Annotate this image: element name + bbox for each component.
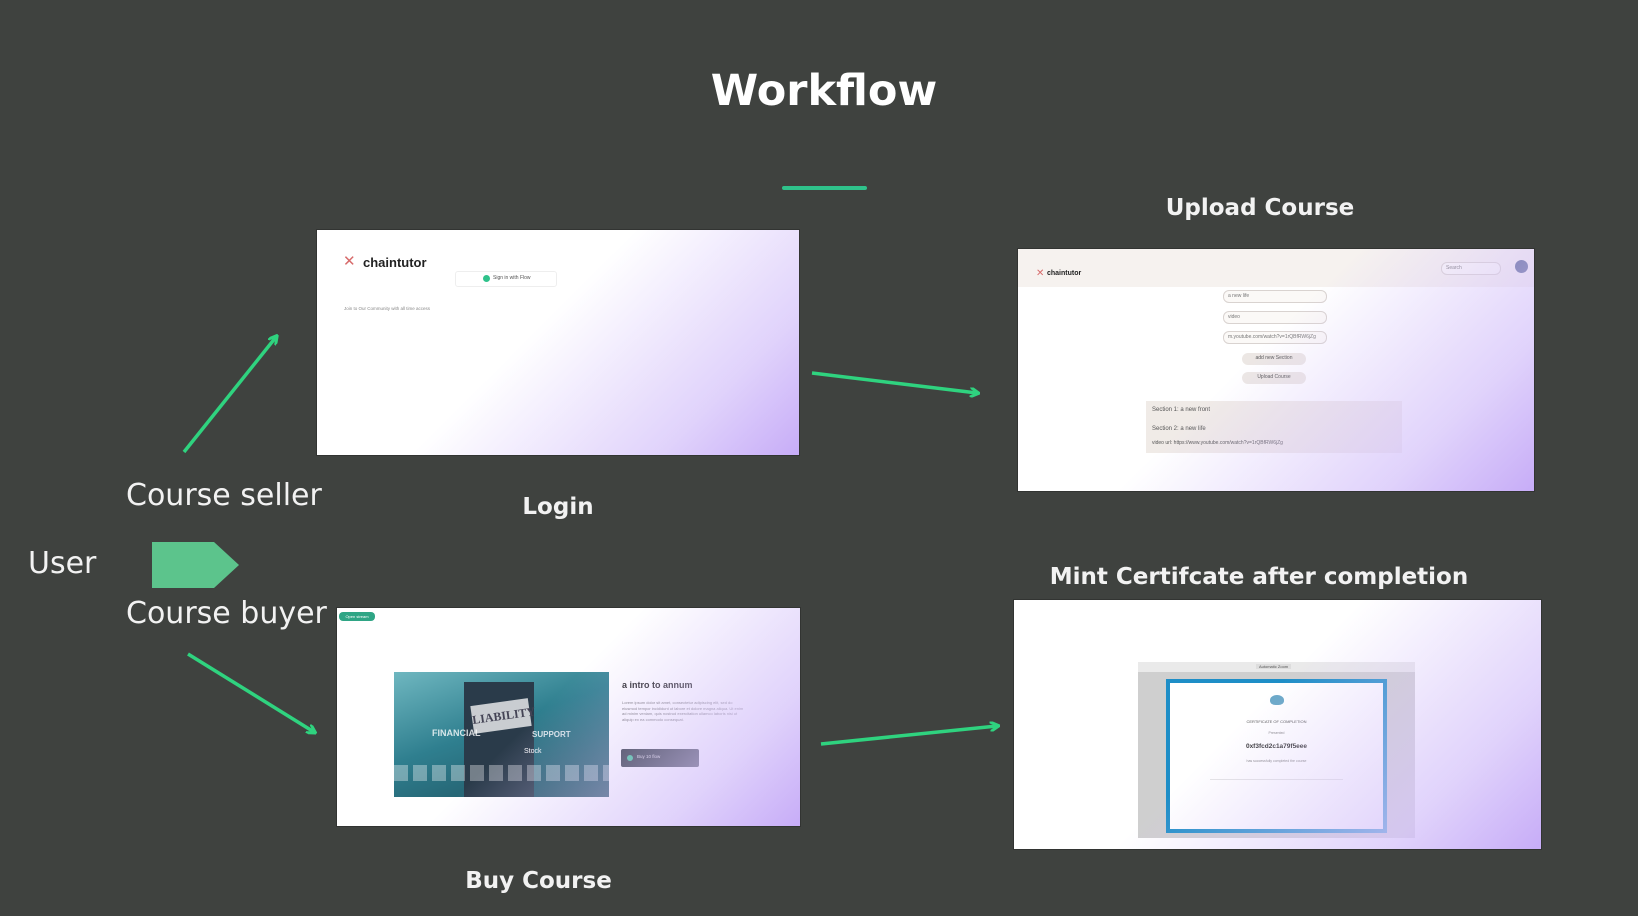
search-input[interactable]: Search [1441, 262, 1501, 275]
buy-button-label: Buy 10 flow [637, 754, 661, 759]
image-word-financial: FINANCIAL [432, 728, 481, 738]
user-pointer-shape [152, 542, 239, 588]
upload-course-label: Upload Course [1165, 195, 1355, 221]
certificate-logo-icon [1270, 695, 1284, 705]
arrow-login-to-upload [811, 371, 977, 393]
section-row-1[interactable]: Section 1: a new front [1146, 401, 1402, 421]
upload-course-screenshot: ✕ chaintutor Search a new life video m.y… [1018, 249, 1534, 491]
course-image: LIABILITY FINANCIAL SUPPORT Stock [394, 672, 609, 797]
login-tagline: Join to Our Community with all time acce… [344, 306, 431, 311]
certificate-heading: CERTIFICATE OF COMPLETION [1246, 719, 1307, 724]
arrow-buyer-to-buy [187, 652, 314, 732]
check-icon [483, 275, 490, 282]
certificate-line: has successfully completed the course [1246, 759, 1307, 763]
chaintutor-logo-icon: ✕ [1036, 268, 1045, 279]
course-title: a intro to annum [622, 680, 693, 690]
zoom-select[interactable]: Automatic Zoom [1256, 664, 1292, 669]
video-url-field[interactable]: m.youtube.com/watch?v=1rQBfRW6jZg [1223, 331, 1327, 344]
arrow-seller-to-login [182, 337, 276, 454]
buy-course-screenshot: Open stream LIABILITY FINANCIAL SUPPORT … [337, 608, 800, 826]
sign-in-button[interactable]: Sign in with Flow [455, 271, 557, 287]
upload-brand: chaintutor [1047, 270, 1082, 277]
course-description: Lorem ipsum dolor sit amet, consectetur … [622, 700, 744, 722]
course-buyer-label: Course buyer [126, 596, 327, 631]
flow-icon [627, 755, 633, 761]
login-label: Login [522, 494, 594, 520]
upload-course-button[interactable]: Upload Course [1242, 372, 1306, 384]
chaintutor-logo-icon: ✕ [343, 252, 356, 270]
mint-certificate-label: Mint Certifcate after completion [1049, 564, 1469, 590]
pdf-viewer: Automatic Zoom CERTIFICATE OF COMPLETION… [1138, 662, 1415, 838]
certificate-address: 0xf3fcd2c1a79f5eee [1245, 743, 1308, 750]
certificate-page: CERTIFICATE OF COMPLETION Presented 0xf3… [1166, 679, 1387, 833]
video-url-text: video url: https://www.youtube.com/watch… [1152, 440, 1283, 446]
add-section-button[interactable]: add new Section [1242, 353, 1306, 365]
section-row-2[interactable]: Section 2: a new life video url: https:/… [1146, 421, 1402, 453]
image-icon-strip [394, 765, 609, 781]
image-word-stock: Stock [524, 748, 542, 755]
avatar[interactable] [1515, 260, 1528, 273]
login-screenshot: ✕ chaintutor Sign in with Flow Join to O… [317, 230, 799, 455]
arrow-buy-to-mint [820, 726, 997, 746]
sign-in-label: Sign in with Flow [493, 275, 531, 281]
section-1-label: Section 1: a new front [1152, 407, 1211, 413]
page-title: Workflow [710, 66, 938, 116]
certificate-divider [1210, 779, 1343, 780]
login-brand: chaintutor [363, 255, 427, 270]
title-underline [782, 186, 867, 190]
course-seller-label: Course seller [126, 478, 322, 513]
status-badge: Open stream [339, 612, 375, 621]
user-label: User [28, 546, 97, 581]
buy-button[interactable]: Buy 10 flow [621, 749, 699, 767]
section-2-label: Section 2: a new life [1152, 426, 1206, 432]
buy-course-label: Buy Course [465, 868, 612, 894]
type-select[interactable]: video [1223, 311, 1327, 324]
course-title-field[interactable]: a new life [1223, 290, 1327, 303]
certificate-presented: Presented [1268, 731, 1285, 735]
mint-certificate-screenshot: Automatic Zoom CERTIFICATE OF COMPLETION… [1014, 600, 1541, 849]
pdf-toolbar: Automatic Zoom [1138, 662, 1415, 672]
image-word-support: SUPPORT [532, 730, 571, 739]
